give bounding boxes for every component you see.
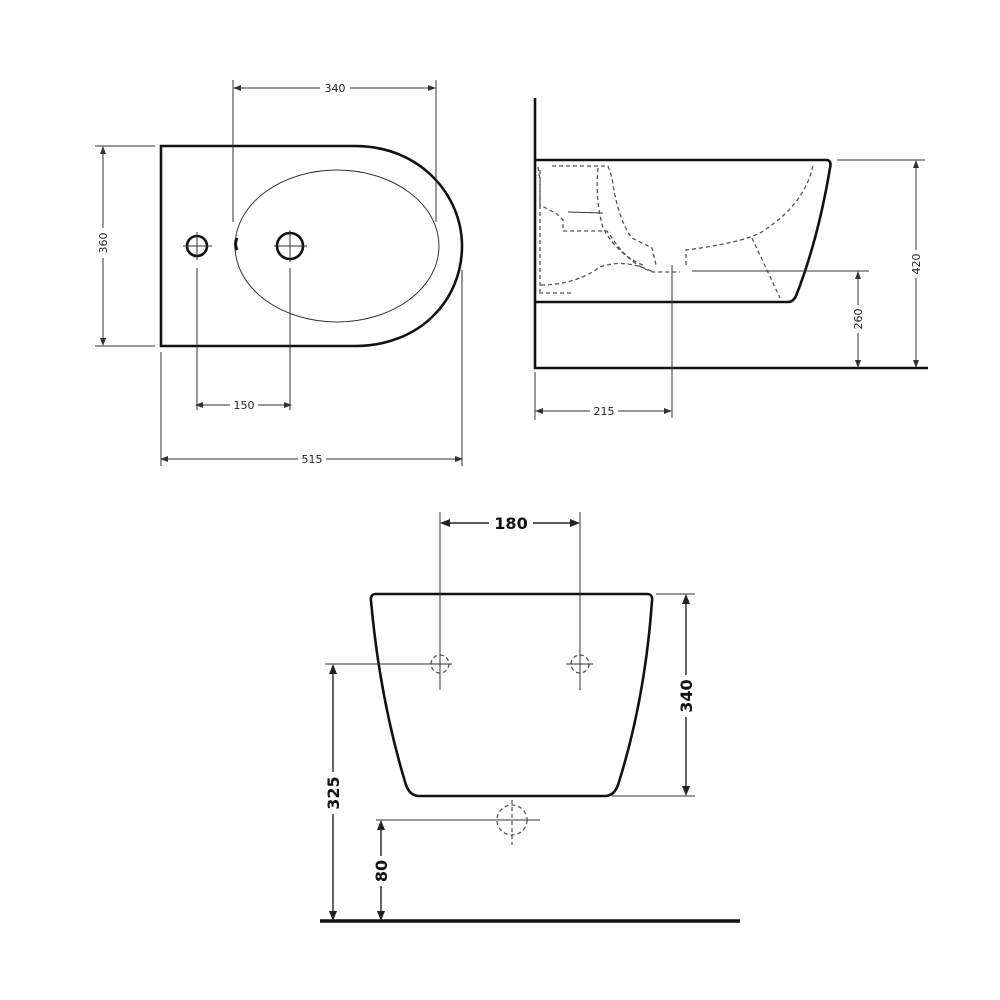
dim-length: 515 [302,453,323,466]
dim-height: 420 [910,254,923,275]
dim-depth: 360 [97,233,110,254]
waste-outlet [376,800,540,845]
side-view-outline [535,158,832,304]
tap-hole-left [183,232,212,260]
hidden-lines [537,164,814,299]
bowl-outline [234,169,440,323]
dim-fixing-height: 325 [324,776,343,809]
dim-fixing-spacing: 180 [494,514,527,533]
fixing-hole-left [325,512,452,690]
dim-outlet-height-front: 80 [372,860,391,882]
drain-hole [274,230,307,262]
dim-hole-spacing: 150 [234,399,255,412]
dim-body-height: 340 [677,679,696,712]
dim-outlet-height: 260 [852,309,865,330]
overflow-slot [234,237,239,251]
top-view-outline [159,144,464,348]
top-view: 340 360 150 515 [95,80,464,466]
front-view-outline [369,592,654,798]
dim-bowl-width: 340 [325,82,346,95]
side-view: 420 260 215 [533,98,928,420]
dim-outlet-distance: 215 [594,405,615,418]
fixing-hole-right [566,512,593,690]
front-view: 180 340 325 80 [320,512,740,923]
